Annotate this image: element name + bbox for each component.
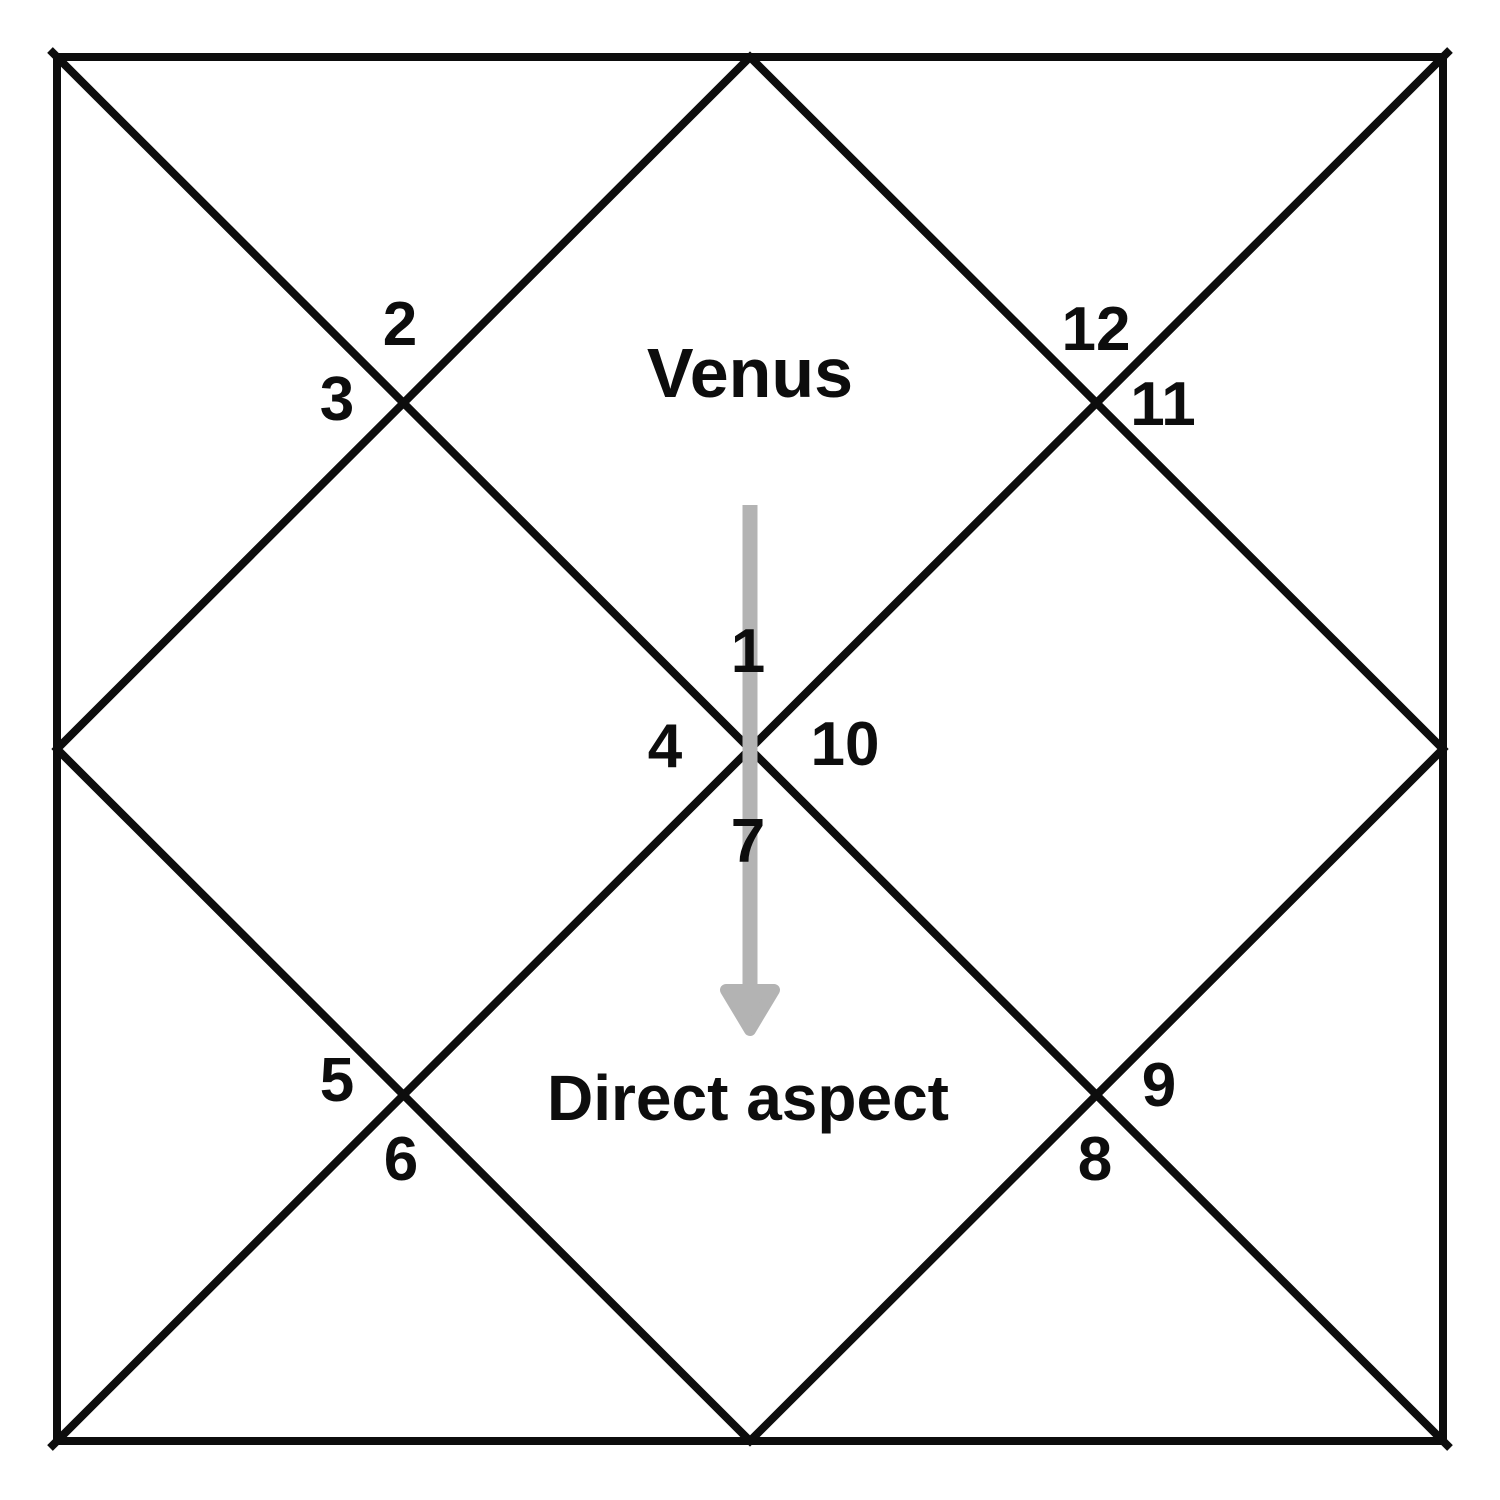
house-number-10: 10 xyxy=(811,710,880,779)
house-number-6: 6 xyxy=(384,1125,418,1194)
house-number-2: 2 xyxy=(383,290,417,359)
house-number-3: 3 xyxy=(320,365,354,434)
planet-label: Venus xyxy=(647,334,853,412)
inner-diamond xyxy=(51,51,1449,1447)
house-number-5: 5 xyxy=(320,1046,354,1115)
house-number-4: 4 xyxy=(648,712,683,781)
house-number-9: 9 xyxy=(1142,1051,1176,1120)
house-number-12: 12 xyxy=(1062,295,1131,364)
aspect-arrow-head xyxy=(720,984,780,1036)
house-number-8: 8 xyxy=(1078,1125,1112,1194)
house-number-1: 1 xyxy=(731,617,765,686)
aspect-label: Direct aspect xyxy=(547,1062,949,1134)
house-number-7: 7 xyxy=(731,807,765,876)
house-number-11: 11 xyxy=(1130,370,1196,439)
